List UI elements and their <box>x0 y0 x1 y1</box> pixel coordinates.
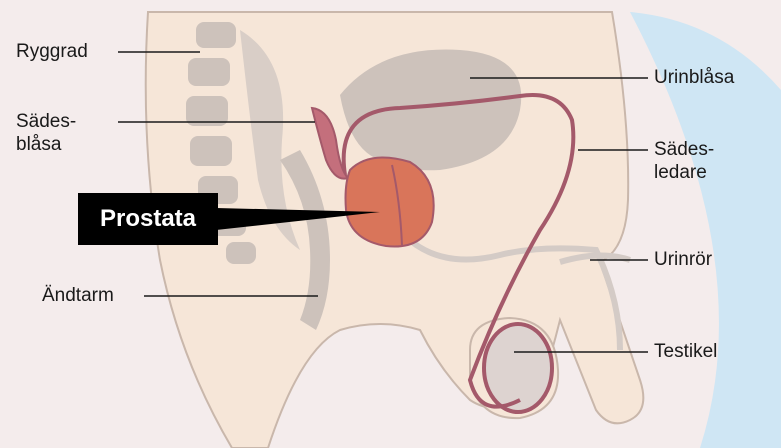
label-sadesblasa: Sädes- blåsa <box>16 110 76 156</box>
label-prostata: Prostata <box>78 193 218 245</box>
label-sadesledare: Sädes- ledare <box>654 138 714 184</box>
label-ryggrad: Ryggrad <box>16 40 88 63</box>
label-urinror: Urinrör <box>654 248 712 271</box>
label-urinblasa: Urinblåsa <box>654 66 734 89</box>
label-andtarm: Ändtarm <box>42 284 114 307</box>
prostate <box>346 158 434 247</box>
label-testikel: Testikel <box>654 340 717 363</box>
